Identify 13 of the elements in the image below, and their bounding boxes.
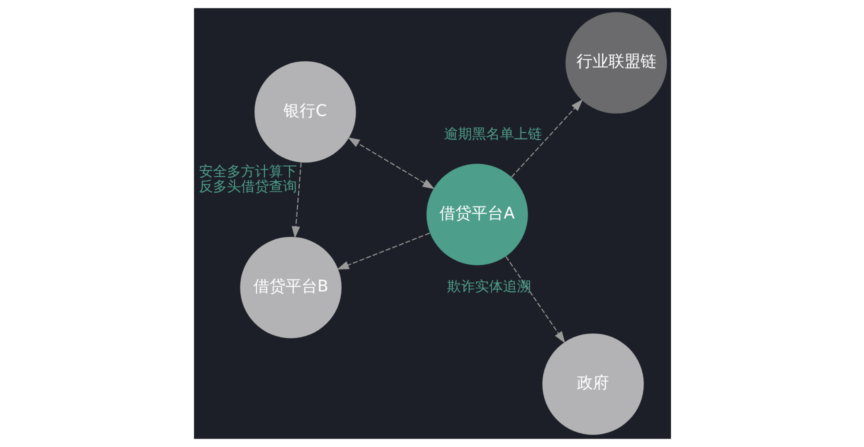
arrow bbox=[504, 256, 565, 344]
arrow bbox=[510, 99, 582, 178]
node-circle: 行业联盟链 bbox=[565, 12, 666, 114]
edge-label: 欺诈实体追溯 bbox=[446, 279, 531, 296]
node-circle: 银行C bbox=[254, 61, 356, 163]
arrow bbox=[336, 232, 430, 270]
arrow bbox=[291, 162, 302, 238]
edge-label: 逾期黑名单上链 bbox=[444, 126, 542, 143]
edge-label: 安全多方计算下反多头借贷查询 bbox=[198, 164, 297, 195]
node-circle: 借贷平台A bbox=[426, 164, 528, 266]
arrow bbox=[347, 137, 434, 190]
node-circle: 借贷平台B bbox=[240, 236, 342, 338]
node-circle: 政府 bbox=[542, 333, 644, 435]
